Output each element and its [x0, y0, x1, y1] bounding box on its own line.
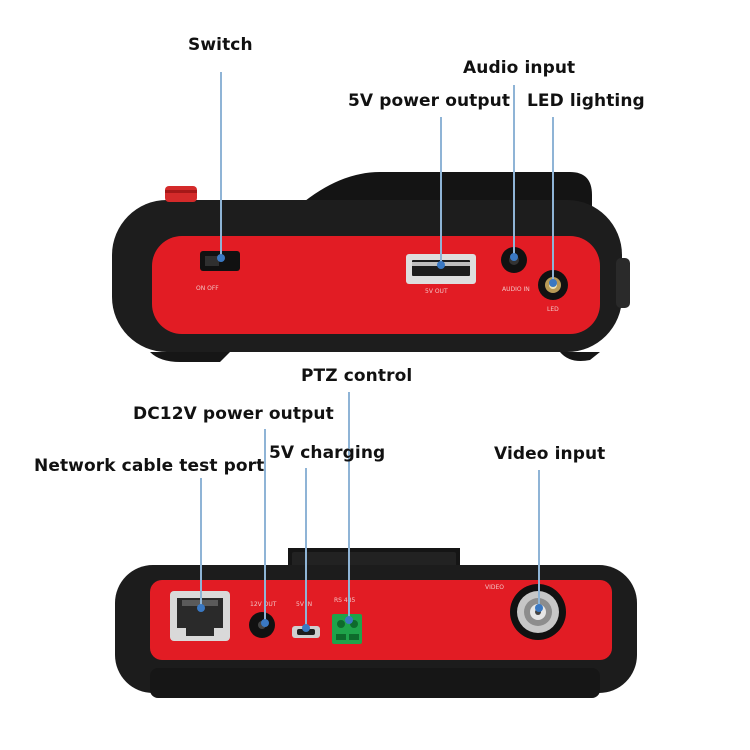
leader-dot-audio-input [510, 253, 518, 261]
label-ptz-control: PTZ control [301, 366, 413, 386]
leader-dot-5v-output [437, 261, 445, 269]
top-red-panel [152, 236, 600, 334]
leader-dot-dc12v [261, 619, 269, 627]
mark-rs485: RS 485 [334, 597, 356, 604]
leader-dot-network [197, 604, 205, 612]
leader-dot-video [535, 604, 543, 612]
leader-dot-switch [217, 254, 225, 262]
label-dc12v-power-output: DC12V power output [133, 404, 334, 424]
top-side-nub [616, 258, 630, 308]
mark-5v-out: 5V OUT [425, 288, 448, 295]
label-network-cable-test-port: Network cable test port [34, 456, 265, 476]
label-led-lighting: LED lighting [527, 91, 645, 111]
leader-network [200, 478, 202, 608]
label-audio-input: Audio input [463, 58, 576, 78]
leader-dot-5v-charging [302, 624, 310, 632]
label-video-input: Video input [494, 444, 606, 464]
leader-5v-charging [305, 468, 307, 628]
leader-dot-led [549, 279, 557, 287]
label-5v-power-output: 5V power output [348, 91, 511, 111]
leader-dc12v [264, 429, 266, 623]
mark-12v-out: 12V OUT [250, 601, 277, 608]
mark-5v-in: 5V IN [296, 601, 313, 608]
leader-switch [220, 72, 222, 258]
leader-audio-input [513, 85, 515, 257]
leader-5v-output [440, 117, 442, 265]
leader-led [552, 117, 554, 283]
label-switch: Switch [188, 35, 253, 55]
leader-video [538, 470, 540, 608]
leader-ptz [348, 392, 350, 620]
label-5v-charging: 5V charging [269, 443, 386, 463]
mark-led: LED [547, 306, 559, 313]
mark-audio-in: AUDIO IN [502, 286, 530, 293]
leader-dot-ptz [345, 616, 353, 624]
bottom-device [115, 548, 637, 698]
mark-on-off: ON OFF [196, 285, 219, 292]
top-device-knob [165, 186, 197, 202]
mark-video: VIDEO [485, 584, 505, 591]
